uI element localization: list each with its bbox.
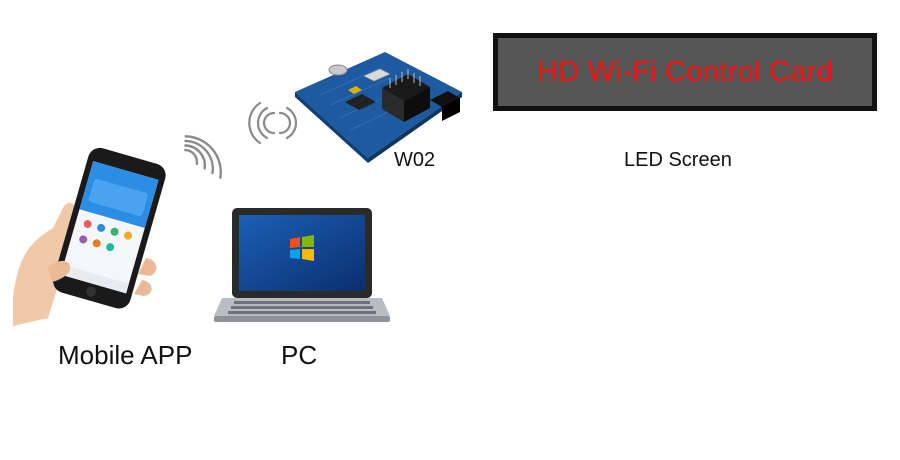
pcb-board (295, 52, 462, 158)
mobile-phone-image (13, 147, 166, 326)
led-screen-text: HD Wi-Fi Control Card (536, 55, 834, 88)
led-screen-label: LED Screen (624, 149, 732, 171)
mobile-app-label: Mobile APP (58, 340, 193, 370)
w02-label: W02 (394, 149, 436, 171)
w02-control-board-image (295, 52, 462, 163)
wifi-signal-icon (248, 101, 298, 145)
led-screen: HD Wi-Fi Control Card (493, 33, 877, 111)
coin-battery (328, 64, 348, 76)
chip (345, 94, 376, 110)
pin-header (382, 74, 430, 101)
wifi-signal-icon (184, 135, 222, 179)
laptop-pc-image (214, 208, 390, 322)
pc-label: PC (281, 340, 318, 370)
led-screen-display: HD Wi-Fi Control Card (498, 38, 872, 106)
hand (13, 202, 77, 326)
windows-logo-icon (290, 235, 314, 261)
